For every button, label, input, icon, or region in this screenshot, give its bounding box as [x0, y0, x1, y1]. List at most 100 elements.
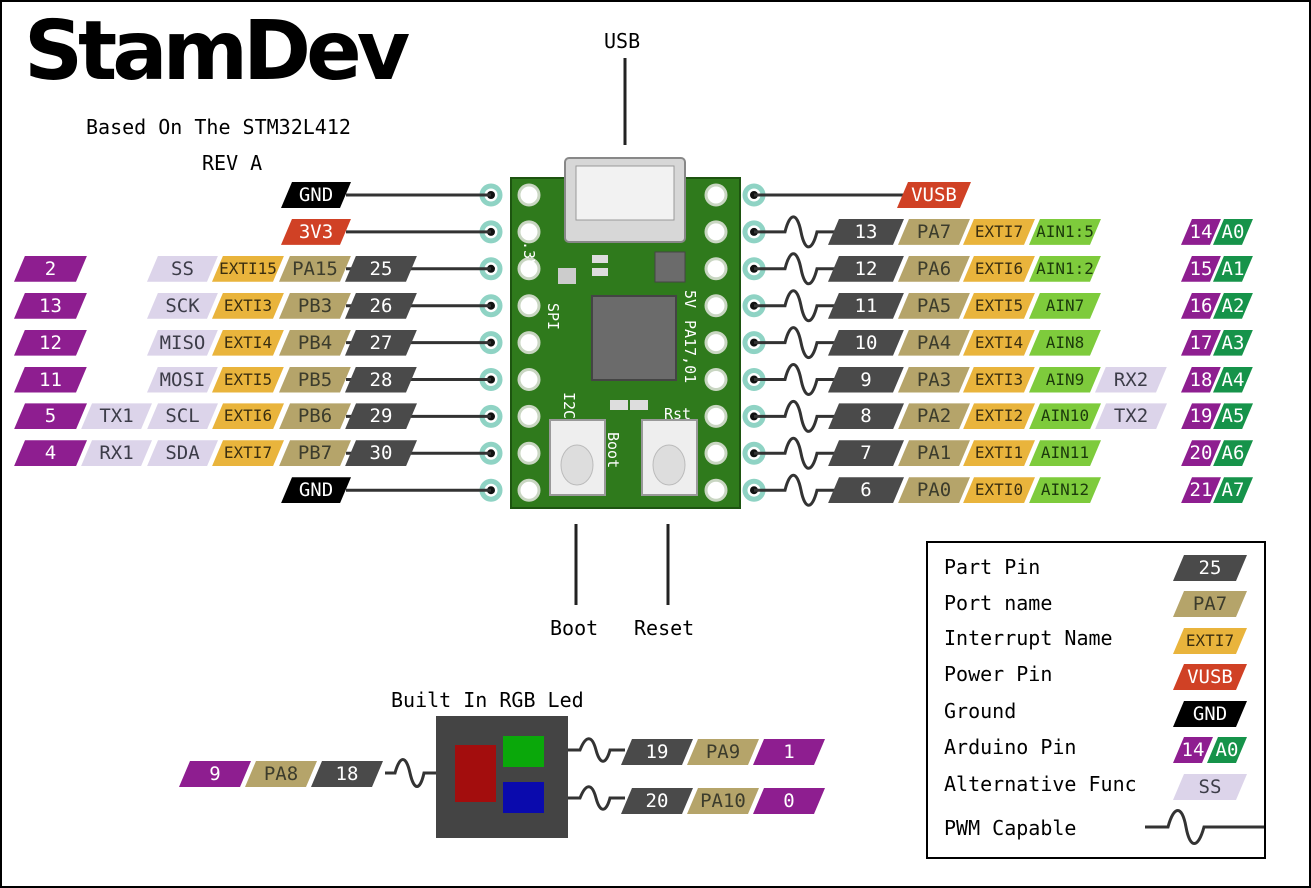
left-exti-tag: EXTI4: [212, 330, 284, 356]
left-exti-tag: EXTI6: [212, 403, 284, 429]
right-ain-tag: AIN8: [1029, 330, 1101, 356]
right-part-tag: 7: [828, 440, 904, 466]
right-port-tag: PA2: [898, 403, 970, 429]
reset-callout: Reset: [634, 616, 695, 640]
right-exti-tag: EXTI6: [963, 256, 1035, 282]
right-part-tag: 9: [828, 367, 904, 393]
left-arduino-tag: 12: [14, 330, 87, 356]
board-hole-right: [704, 220, 728, 244]
left-alt-tag: RX1: [81, 440, 152, 466]
left-alt-tag: SS: [147, 256, 218, 282]
left-part-tag: 29: [345, 403, 417, 429]
right-exti-tag: EXTI2: [963, 403, 1035, 429]
rgb-blue-port: PA10: [687, 788, 759, 814]
right-alt-tag: RX2: [1095, 367, 1167, 393]
rgb-blue-arduino: 0: [753, 788, 825, 814]
legend-sample-power: VUSB: [1173, 664, 1247, 690]
pwm-wave: [754, 436, 835, 470]
rgb-blue-part: 20: [621, 788, 693, 814]
boot-button-cap: [560, 444, 594, 486]
right-alt-tag: TX2: [1095, 403, 1167, 429]
left-alt-tag: SCL: [147, 403, 218, 429]
pwm-wave: [754, 326, 835, 360]
reset-button-cap: [652, 444, 686, 486]
left-alt-tag: SCK: [147, 293, 218, 319]
board-hole-right: [704, 478, 728, 502]
legend-label-pwm: PWM Capable: [944, 816, 1077, 840]
pwm-wave: [754, 363, 835, 396]
usb-opening: [575, 165, 675, 221]
board-hole-right: [704, 368, 728, 391]
right-arduino-tag: 18: [1181, 367, 1221, 393]
pwm-wave: [754, 252, 835, 286]
legend-sample-port: PA7: [1173, 591, 1247, 617]
left-exti-tag: EXTI7: [212, 440, 284, 466]
board-hole-left: [517, 294, 541, 318]
silk-spi: SPI: [544, 303, 562, 331]
rgb-red-arduino: 9: [179, 761, 251, 787]
right-port-tag: PA1: [898, 440, 970, 466]
left-arduino-tag: 4: [14, 440, 87, 466]
usb-callout: USB: [604, 29, 641, 53]
right-part-tag: 12: [828, 256, 904, 282]
right-ain-tag: AIN9: [1029, 367, 1101, 393]
led-red-segment: [455, 745, 496, 802]
right-exti-tag: EXTI1: [963, 440, 1035, 466]
legend-label-part: Part Pin: [944, 555, 1041, 579]
board-hole-right: [704, 294, 728, 318]
right-ain-tag: AIN1:5: [1029, 219, 1101, 245]
pwm-wave: [754, 399, 835, 433]
subtitle: Based On The STM32L412: [86, 115, 351, 139]
left-power-tag: GND: [281, 477, 351, 503]
board-hole-right: [704, 441, 728, 465]
right-port-tag: PA6: [898, 256, 970, 282]
legend-sample-arduino-analog: A0: [1207, 737, 1247, 763]
right-part-tag: 8: [828, 403, 904, 429]
board-hole-left: [517, 368, 541, 391]
capacitor: [630, 400, 648, 410]
left-exti-tag: EXTI5: [212, 367, 284, 393]
rgb-red-wire: [385, 758, 436, 788]
right-arduino-tag: 20: [1181, 440, 1221, 466]
left-port-tag: PB6: [279, 403, 351, 429]
right-exti-tag: EXTI7: [963, 219, 1035, 245]
left-arduino-tag: 13: [14, 293, 87, 319]
left-port-tag: PB3: [279, 293, 351, 319]
left-alt-tag: TX1: [81, 403, 152, 429]
right-arduino-tag: 14: [1181, 219, 1221, 245]
left-power-tag: 3V3: [281, 219, 351, 245]
left-exti-tag: EXTI3: [212, 293, 284, 319]
left-part-tag: 27: [345, 330, 417, 356]
board-hole-right: [704, 183, 728, 207]
left-part-tag: 28: [345, 367, 417, 393]
right-port-tag: PA3: [898, 367, 970, 393]
right-port-tag: PA4: [898, 330, 970, 356]
rgb-blue-wire: [568, 785, 625, 811]
left-alt-tag: SDA: [147, 440, 218, 466]
right-exti-tag: EXTI4: [963, 330, 1035, 356]
left-port-tag: PB7: [279, 440, 351, 466]
left-port-tag: PB5: [279, 367, 351, 393]
right-port-tag: PA0: [898, 477, 970, 503]
right-part-tag: 13: [828, 219, 904, 245]
silk-5v: 5V: [681, 290, 699, 309]
resistor: [592, 268, 608, 276]
left-alt-tag: MOSI: [147, 367, 218, 393]
right-ain-tag: AIN1:2: [1029, 256, 1101, 282]
legend-label-power: Power Pin: [944, 662, 1053, 686]
legend-label-alternative: Alternative Func: [944, 772, 1137, 796]
right-exti-tag: EXTI3: [963, 367, 1035, 393]
board-hole-left: [517, 220, 541, 244]
rgb-red-part: 18: [311, 761, 383, 787]
regulator-chip: [654, 251, 686, 283]
right-ain-tag: AIN10: [1029, 403, 1101, 429]
silk-boot: Boot: [604, 432, 622, 469]
right-port-tag: PA5: [898, 293, 970, 319]
left-power-tag: GND: [281, 182, 351, 208]
left-arduino-tag: 5: [14, 403, 87, 429]
legend-sample-ground: GND: [1173, 701, 1247, 727]
board-hole-right: [704, 257, 728, 281]
legend-sample-alternative: SS: [1173, 774, 1247, 800]
